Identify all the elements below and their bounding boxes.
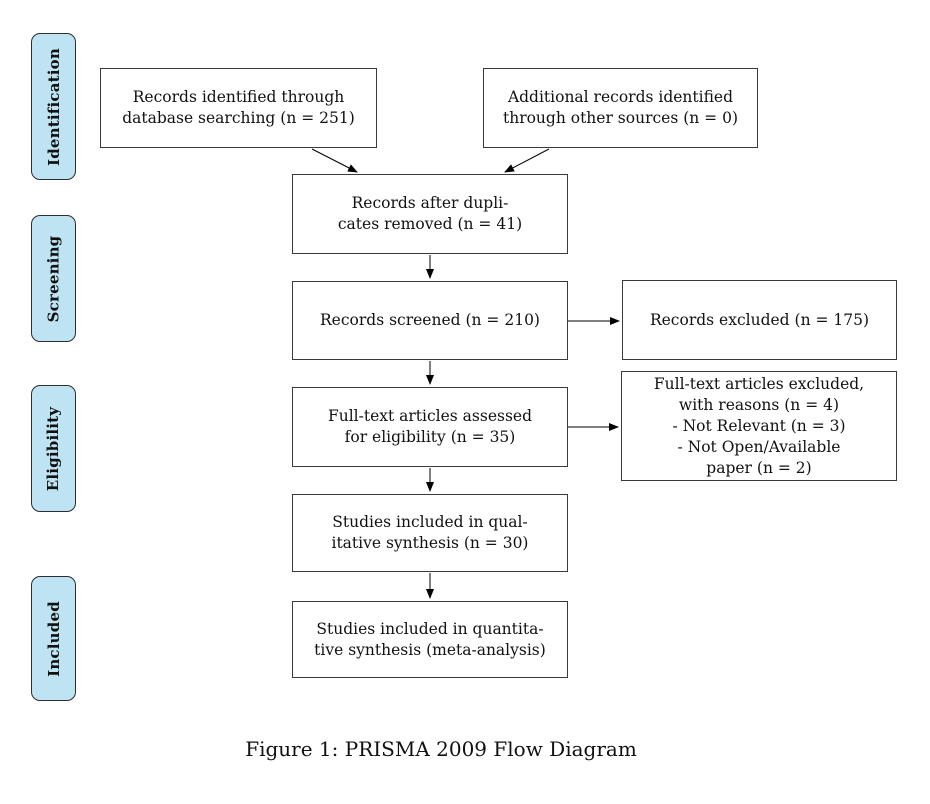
box-records-screened: Records screened (n = 210)	[292, 281, 568, 360]
box-fulltext-excluded: Full-text articles excluded, with reason…	[621, 371, 897, 481]
box-text: Additional records identified through ot…	[502, 88, 738, 127]
box-text: Records excluded (n = 175)	[649, 310, 870, 329]
box-additional-records: Additional records identified through ot…	[483, 68, 758, 148]
box-text: Studies included in quantita- tive synth…	[314, 619, 546, 659]
box-records-identified: Records identified through database sear…	[100, 68, 377, 148]
stage-label-identification: Identification	[31, 33, 76, 180]
stage-label-included: Included	[31, 576, 76, 701]
arrow-database-to-duplicates-icon	[311, 148, 358, 173]
stage-label-text: Eligibility	[44, 406, 63, 491]
box-text: Studies included in qual- itative synthe…	[331, 513, 529, 552]
box-fulltext-assessed: Full-text articles assessed for eligibil…	[292, 387, 568, 467]
stage-label-eligibility: Eligibility	[31, 385, 76, 512]
box-qualitative-synthesis: Studies included in qual- itative synthe…	[292, 494, 568, 572]
stage-label-screening: Screening	[31, 215, 76, 342]
box-text: Records screened (n = 210)	[320, 311, 540, 329]
box-text: Full-text articles assessed for eligibil…	[327, 407, 533, 446]
stage-label-text: Included	[44, 600, 63, 677]
box-text: Records identified through database sear…	[122, 88, 355, 127]
box-duplicates-removed: Records after dupli- cates removed (n = …	[292, 174, 568, 254]
box-records-excluded: Records excluded (n = 175)	[622, 280, 897, 360]
stage-label-text: Screening	[44, 235, 63, 322]
stage-label-text: Identification	[44, 47, 63, 166]
box-text: Full-text articles excluded, with reason…	[653, 374, 865, 477]
figure-caption: Figure 1: PRISMA 2009 Flow Diagram	[245, 737, 637, 761]
box-quantitative-synthesis: Studies included in quantita- tive synth…	[292, 601, 568, 678]
box-text: Records after dupli- cates removed (n = …	[337, 194, 523, 233]
arrow-othersources-to-duplicates-icon	[504, 148, 550, 173]
